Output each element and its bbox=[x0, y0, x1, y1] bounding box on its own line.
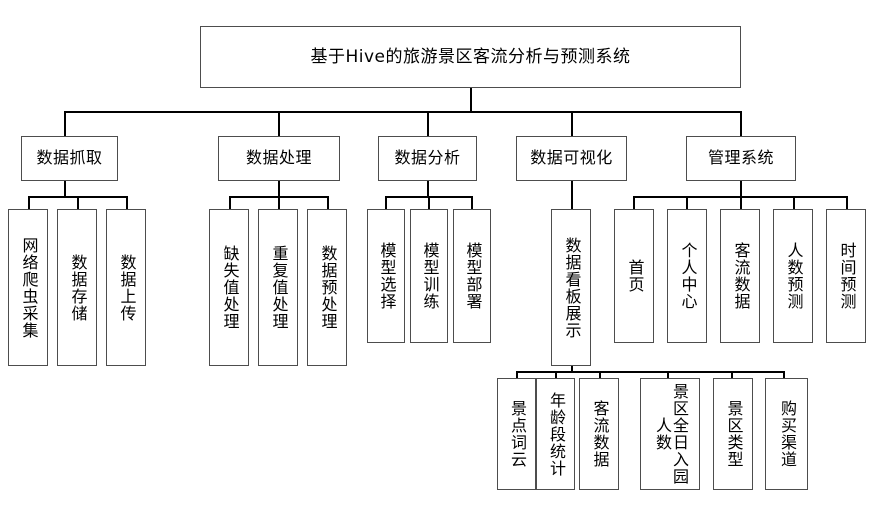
node-missing-value-handling-label: 缺失值处理 bbox=[220, 245, 240, 330]
connector-root-stem bbox=[470, 87, 472, 111]
node-scenic-area-type-label: 景区类型 bbox=[724, 400, 744, 468]
node-model-training-label: 模型训练 bbox=[420, 242, 440, 310]
connector-analysis-drop-2 bbox=[428, 196, 430, 210]
node-model-selection[interactable]: 模型选择 bbox=[367, 209, 405, 343]
connector-dashboard-drop-5 bbox=[731, 371, 733, 379]
node-data-analysis-label: 数据分析 bbox=[394, 148, 461, 168]
connector-level2-drop-5 bbox=[740, 111, 742, 137]
connector-dashboard-drop-6 bbox=[783, 371, 785, 379]
node-data-visualization-label: 数据可视化 bbox=[530, 148, 613, 168]
node-data-capture[interactable]: 数据抓取 bbox=[21, 136, 118, 181]
connector-level2-drop-3 bbox=[427, 111, 429, 137]
connector-capture-stem bbox=[64, 180, 66, 197]
node-personal-center[interactable]: 个人中心 bbox=[667, 209, 707, 343]
node-headcount-prediction-label: 人数预测 bbox=[784, 242, 804, 310]
node-data-preprocessing[interactable]: 数据预处理 bbox=[307, 209, 347, 366]
node-time-prediction-label: 时间预测 bbox=[837, 242, 857, 310]
connector-dashboard-drop-3 bbox=[599, 371, 601, 379]
node-data-storage[interactable]: 数据存储 bbox=[57, 209, 97, 366]
node-web-crawler-collection-label: 网络爬虫采集 bbox=[19, 236, 39, 339]
node-attraction-word-cloud-label: 景点词云 bbox=[507, 400, 527, 468]
node-data-analysis[interactable]: 数据分析 bbox=[378, 136, 477, 181]
connector-manage-drop-3 bbox=[740, 196, 742, 210]
node-model-deployment[interactable]: 模型部署 bbox=[453, 209, 491, 343]
node-duplicate-value-handling-label: 重复值处理 bbox=[269, 245, 289, 330]
connector-level2-drop-2 bbox=[278, 111, 280, 137]
connector-level2-bus bbox=[64, 111, 741, 113]
node-missing-value-handling[interactable]: 缺失值处理 bbox=[209, 209, 249, 366]
connector-analysis-drop-3 bbox=[471, 196, 473, 210]
node-passenger-flow-data-label: 客流数据 bbox=[731, 242, 751, 310]
connector-manage-drop-2 bbox=[686, 196, 688, 210]
node-duplicate-value-handling[interactable]: 重复值处理 bbox=[258, 209, 298, 366]
root-node-label: 基于Hive的旅游景区客流分析与预测系统 bbox=[310, 46, 631, 67]
node-data-upload[interactable]: 数据上传 bbox=[106, 209, 146, 366]
node-data-dashboard-display[interactable]: 数据看板展示 bbox=[551, 209, 591, 366]
connector-level2-drop-4 bbox=[571, 111, 573, 137]
node-scenic-daily-entry-count-label: 景区全日入园人数 bbox=[653, 383, 689, 485]
connector-visual-stem bbox=[571, 180, 573, 210]
node-purchase-channel[interactable]: 购买渠道 bbox=[765, 378, 808, 490]
node-data-capture-label: 数据抓取 bbox=[36, 148, 103, 168]
connector-dashboard-drop-1 bbox=[516, 371, 518, 379]
connector-process-drop-2 bbox=[278, 196, 280, 210]
connector-level2-drop-1 bbox=[64, 111, 66, 137]
node-model-selection-label: 模型选择 bbox=[377, 242, 397, 310]
node-passenger-flow-data[interactable]: 客流数据 bbox=[720, 209, 760, 343]
node-time-prediction[interactable]: 时间预测 bbox=[826, 209, 866, 343]
connector-manage-stem bbox=[740, 180, 742, 197]
node-data-upload-label: 数据上传 bbox=[117, 253, 137, 322]
connector-process-drop-3 bbox=[327, 196, 329, 210]
connector-dashboard-drop-4 bbox=[667, 371, 669, 379]
node-scenic-area-type[interactable]: 景区类型 bbox=[713, 378, 753, 490]
node-data-process-label: 数据处理 bbox=[245, 148, 312, 168]
node-dashboard-passenger-flow-data[interactable]: 客流数据 bbox=[579, 378, 619, 490]
node-headcount-prediction[interactable]: 人数预测 bbox=[773, 209, 813, 343]
node-model-training[interactable]: 模型训练 bbox=[410, 209, 448, 343]
node-data-preprocessing-label: 数据预处理 bbox=[318, 245, 338, 330]
node-personal-center-label: 个人中心 bbox=[678, 242, 698, 310]
node-data-dashboard-display-label: 数据看板展示 bbox=[562, 236, 582, 339]
connector-process-stem bbox=[278, 180, 280, 197]
node-home-page[interactable]: 首页 bbox=[614, 209, 654, 343]
connector-dashboard-bus bbox=[516, 371, 783, 373]
node-purchase-channel-label: 购买渠道 bbox=[777, 400, 797, 468]
node-model-deployment-label: 模型部署 bbox=[463, 242, 483, 310]
connector-process-drop-1 bbox=[229, 196, 231, 210]
node-scenic-daily-entry-count[interactable]: 景区全日入园人数 bbox=[640, 378, 700, 490]
connector-analysis-drop-1 bbox=[385, 196, 387, 210]
node-age-group-statistics-label: 年龄段统计 bbox=[546, 391, 566, 477]
connector-manage-drop-4 bbox=[793, 196, 795, 210]
node-management-system[interactable]: 管理系统 bbox=[686, 136, 796, 181]
connector-dashboard-stem bbox=[571, 365, 573, 372]
connector-dashboard-drop-2 bbox=[555, 371, 557, 379]
node-data-process[interactable]: 数据处理 bbox=[218, 136, 340, 181]
node-attraction-word-cloud[interactable]: 景点词云 bbox=[497, 378, 536, 490]
node-dashboard-passenger-flow-data-label: 客流数据 bbox=[590, 400, 610, 468]
node-data-visualization[interactable]: 数据可视化 bbox=[516, 136, 627, 181]
connector-capture-drop-2 bbox=[77, 196, 79, 210]
node-home-page-label: 首页 bbox=[625, 259, 645, 293]
connector-capture-drop-1 bbox=[28, 196, 30, 210]
connector-manage-drop-1 bbox=[633, 196, 635, 210]
node-age-group-statistics[interactable]: 年龄段统计 bbox=[536, 378, 575, 490]
root-node[interactable]: 基于Hive的旅游景区客流分析与预测系统 bbox=[200, 26, 741, 88]
node-data-storage-label: 数据存储 bbox=[68, 253, 88, 322]
node-web-crawler-collection[interactable]: 网络爬虫采集 bbox=[8, 209, 48, 366]
connector-analysis-stem bbox=[427, 180, 429, 197]
connector-manage-drop-5 bbox=[846, 196, 848, 210]
node-management-system-label: 管理系统 bbox=[707, 148, 774, 168]
connector-capture-drop-3 bbox=[126, 196, 128, 210]
